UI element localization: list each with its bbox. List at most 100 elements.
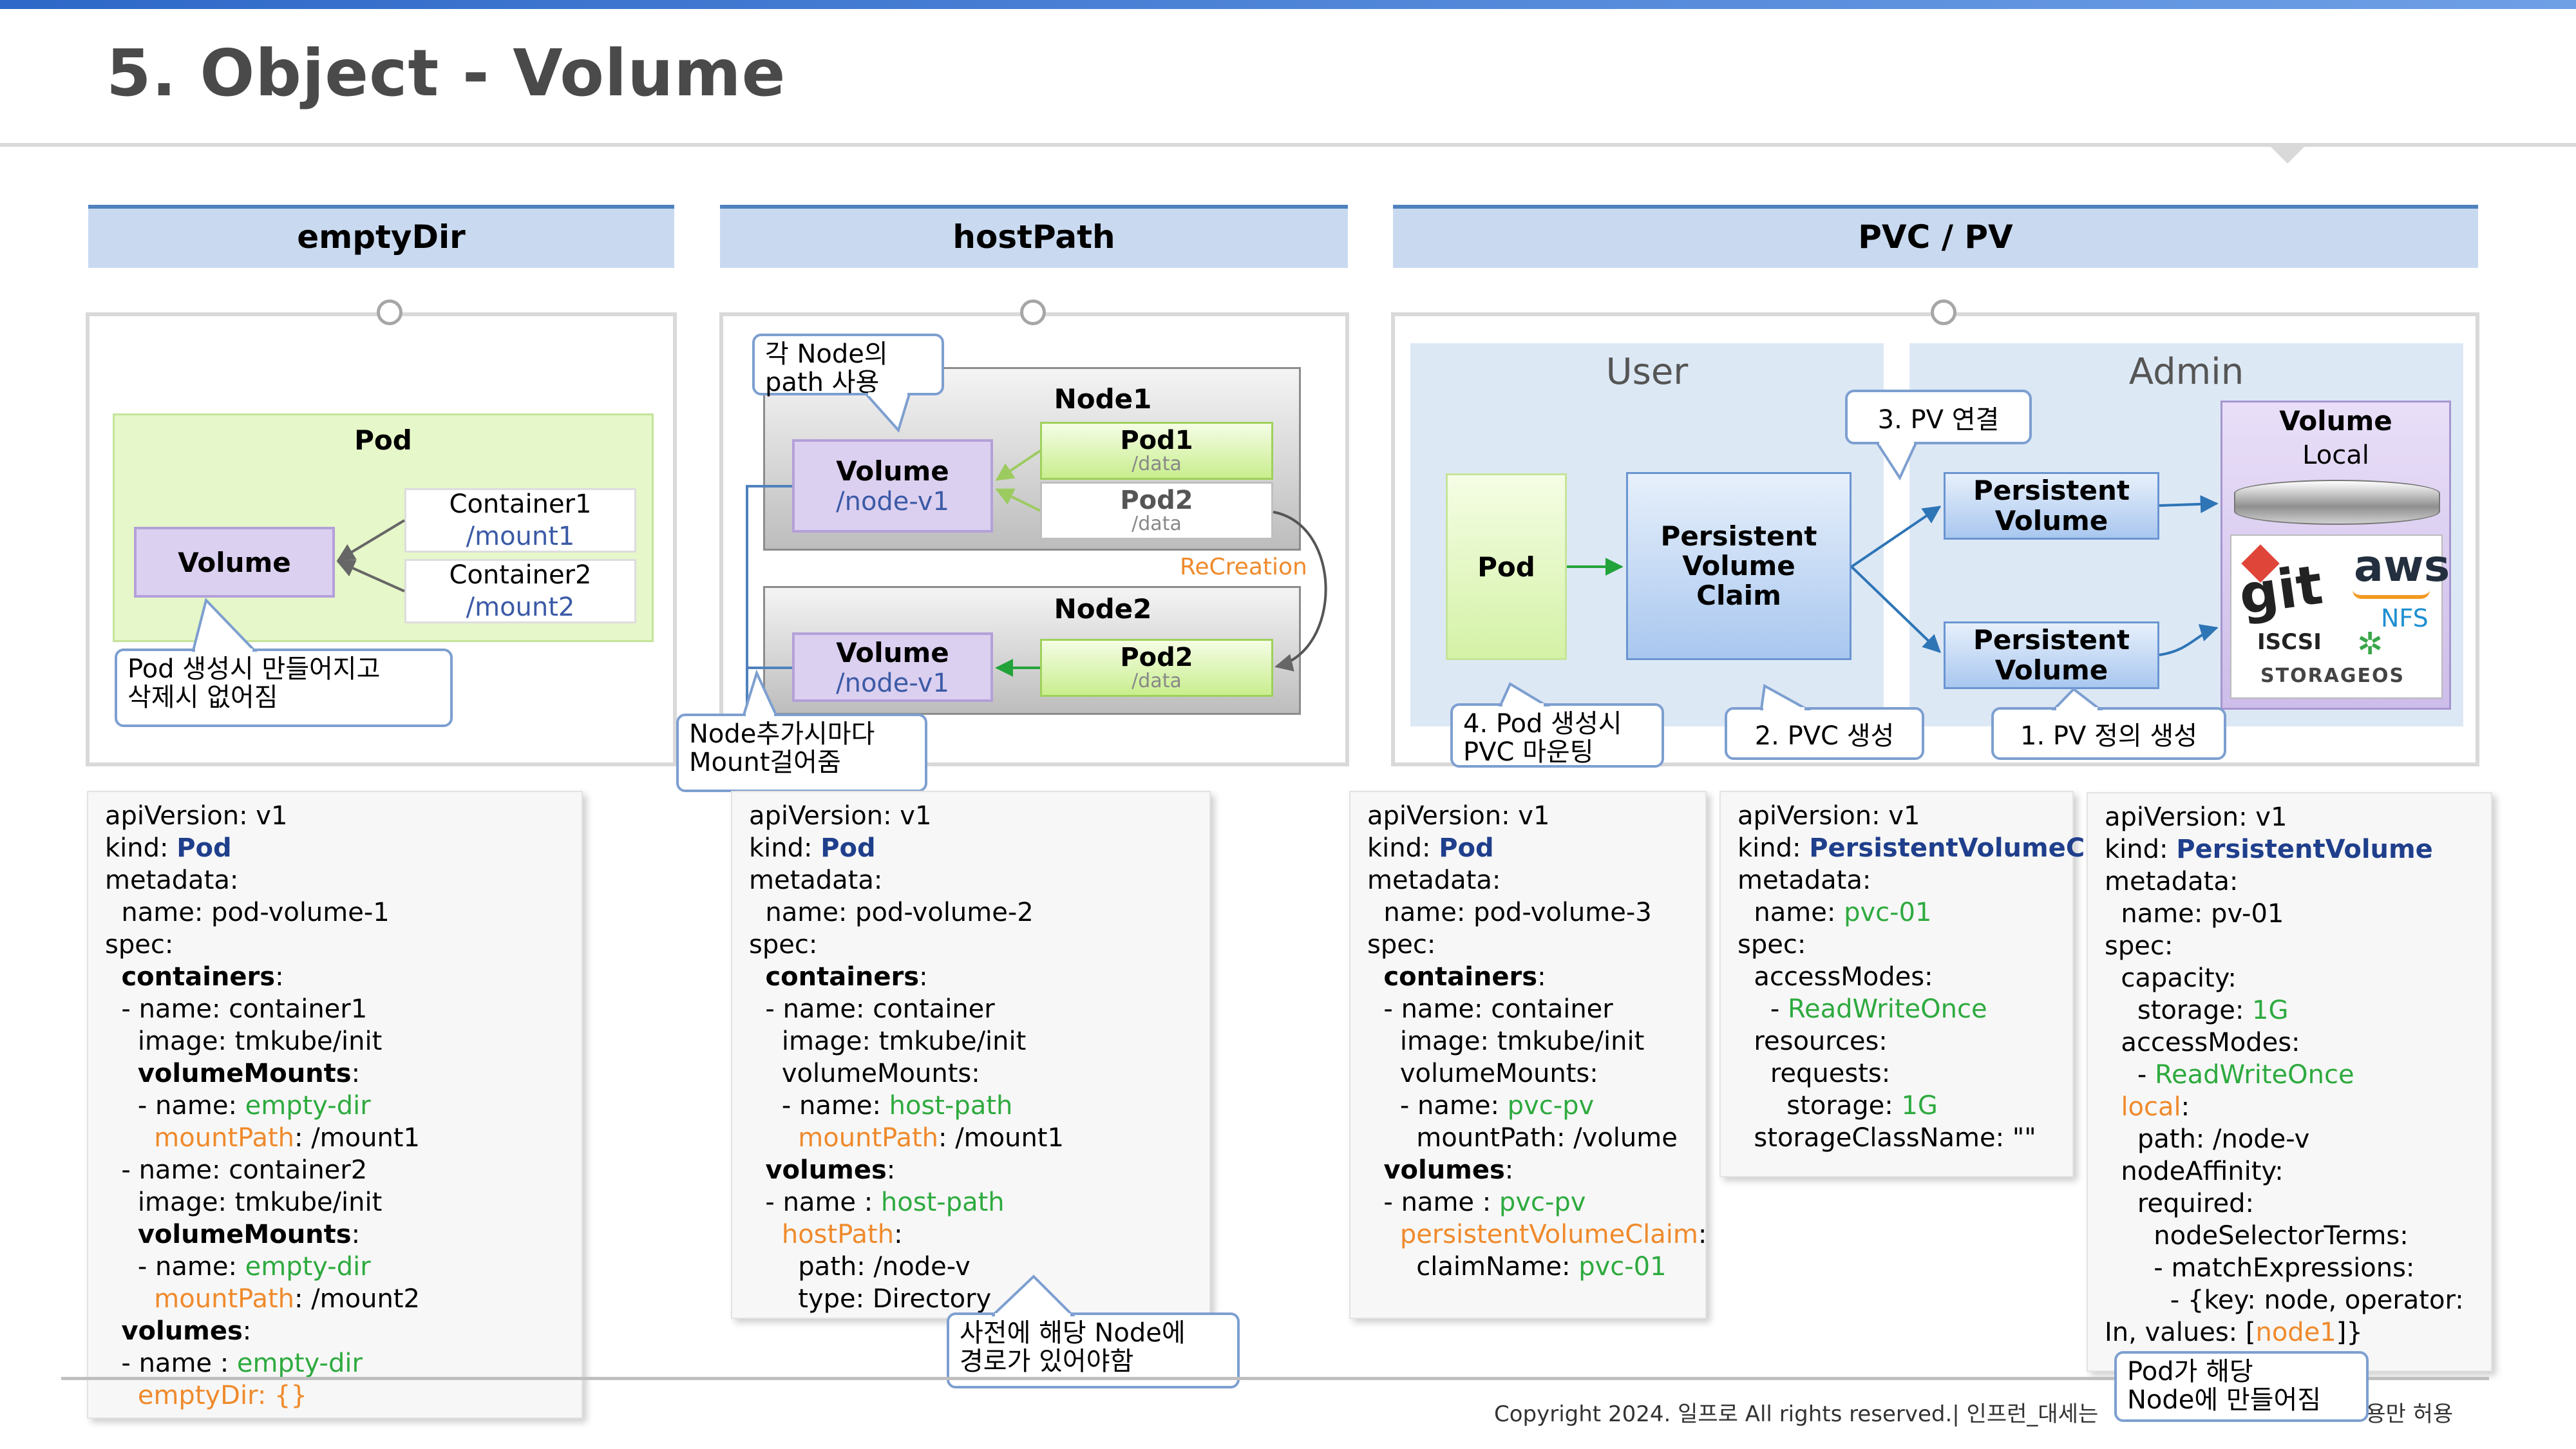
pvc-label: Volume (1682, 549, 1795, 582)
callout-tail (863, 393, 911, 433)
pv2-volume-arrow (2159, 624, 2219, 656)
yaml-line: kind: Pod (105, 833, 232, 863)
pv-label: Persistent (1973, 475, 2130, 507)
yaml-line: path: /node-v (2105, 1124, 2310, 1154)
yaml-line: metadata: (1367, 866, 1501, 895)
yaml-line: volumeMounts: (749, 1059, 980, 1088)
yaml-line: image: tmkube/init (1367, 1027, 1645, 1056)
aws-logo: aws (2354, 541, 2450, 592)
yaml-line: volumes: (1383, 1155, 1514, 1185)
container1-mount: /mount1 (466, 522, 575, 551)
section-header-hostpath: hostPath (720, 205, 1348, 268)
disk-icon (2234, 480, 2440, 525)
yaml-line: volumes: (121, 1316, 252, 1346)
yaml-line: mountPath: /mount1 (154, 1123, 420, 1153)
yaml-line: spec: (2105, 931, 2174, 961)
yaml-line: name: pvc-01 (1738, 898, 1932, 927)
container1-box: Container1 /mount1 (404, 488, 636, 553)
yaml-line: apiVersion: v1 (105, 801, 288, 831)
yaml-line: - ReadWriteOnce (1738, 994, 1987, 1024)
yaml-line: - name : host-path (749, 1188, 1005, 1217)
storage-logos: git aws NFS ISCSI ✲ STORAGEOS (2230, 535, 2450, 699)
callout-tail (191, 598, 258, 652)
yaml-line: accessModes: (2105, 1028, 2300, 1057)
aws-smile-icon (2353, 590, 2430, 599)
callout-line: 경로가 있어야함 (960, 1347, 1134, 1376)
yaml-line: hostPath: (781, 1220, 903, 1249)
volume-label: Volume (836, 455, 949, 487)
pvc-box: Persistent Volume Claim (1626, 472, 1852, 660)
callout-line: 각 Node의 (765, 339, 888, 369)
pv-callout: Pod가 해당 Node에 만들어짐 (2114, 1351, 2369, 1422)
yaml-line: claimName: pvc-01 (1367, 1252, 1667, 1282)
node1-pod1: Pod1 /data (1040, 422, 1273, 480)
pv1-volume-arrow (2159, 495, 2219, 513)
title-divider (0, 143, 2576, 147)
recreation-arrow (1273, 511, 1327, 672)
yaml-line: - name: container2 (105, 1155, 368, 1185)
pod1-data: /data (1132, 453, 1182, 476)
yaml-line: image: tmkube/init (105, 1027, 383, 1056)
step3-callout: 3. PV 연결 (1845, 390, 2032, 444)
yaml-line: - name : pvc-pv (1367, 1188, 1586, 1217)
pod-label: Pod (354, 424, 412, 456)
yaml-line: volumeMounts: (1367, 1059, 1598, 1088)
mount-bracket (746, 485, 792, 714)
page-title: 5. Object - Volume (106, 35, 786, 111)
volume-path: /node-v1 (836, 487, 949, 516)
callout-tail (992, 1274, 1075, 1316)
yaml-line: spec: (1738, 930, 1806, 960)
yaml-line: - name: empty-dir (105, 1252, 371, 1282)
yaml-line: - name: host-path (749, 1091, 1013, 1121)
node2-volume: Volume /node-v1 (792, 632, 993, 702)
recreation-label: ReCreation (1180, 554, 1307, 580)
top-accent-bar (0, 0, 2576, 9)
callout-line: Node에 만들어짐 (2127, 1385, 2322, 1415)
yaml-line: capacity: (2105, 963, 2237, 993)
step2-callout: 2. PVC 생성 (1725, 707, 1924, 760)
yaml-line: - name: pvc-pv (1367, 1091, 1595, 1121)
pvc-label: Persistent (1660, 520, 1817, 552)
pv-box-2: Persistent Volume (1944, 621, 2159, 689)
yaml-line: In, values: [node1]} (2105, 1318, 2363, 1347)
yaml-line: nodeAffinity: (2105, 1157, 2284, 1186)
connector-knob (377, 299, 402, 325)
yaml-line: storage: 1G (1738, 1091, 1938, 1121)
yaml-line: storage: 1G (2105, 996, 2289, 1025)
callout-line: PVC 마운팅 (1463, 737, 1594, 767)
pvc-label: Claim (1696, 580, 1781, 612)
callout-line: 삭제시 없어짐 (128, 683, 278, 712)
pod2-volume-link (995, 488, 1041, 512)
container2-label: Container2 (449, 560, 592, 590)
yaml-line: image: tmkube/init (105, 1188, 383, 1217)
callout-tail (1498, 682, 1551, 706)
callout-line: Pod 생성시 만들어지고 (128, 654, 381, 684)
container2-mount: /mount2 (466, 592, 575, 622)
section-header-pvcpv: PVC / PV (1393, 205, 2478, 268)
yaml-line: mountPath: /mount1 (798, 1123, 1064, 1153)
step4-callout: 4. Pod 생성시 PVC 마운팅 (1450, 703, 1664, 768)
yaml-line: name: pv-01 (2105, 899, 2284, 929)
yaml-line: - name: container (1367, 994, 1613, 1024)
pod2-label: Pod2 (1120, 486, 1193, 516)
pod2-data: /data (1132, 513, 1182, 536)
iscsi-label: ISCSI (2257, 629, 2322, 655)
yaml-line: path: /node-v (749, 1252, 971, 1282)
callout-tail (742, 669, 779, 716)
volume-label: Volume (178, 546, 291, 578)
container1-link (336, 519, 406, 562)
container2-box: Container2 /mount2 (404, 559, 636, 623)
callout-line: Node추가시마다 (689, 719, 875, 749)
callout-line: 사전에 해당 Node에 (960, 1318, 1186, 1348)
storageos-label: STORAGEOS (2260, 665, 2405, 687)
yaml-line: kind: PersistentVolume (2105, 835, 2433, 864)
yaml-line: containers: (765, 962, 928, 992)
callout-tail (2051, 687, 2103, 710)
yaml-line: spec: (105, 930, 174, 960)
yaml-line: - name : empty-dir (105, 1349, 363, 1378)
user-label: User (1605, 351, 1689, 393)
local-label: Local (2302, 440, 2369, 470)
